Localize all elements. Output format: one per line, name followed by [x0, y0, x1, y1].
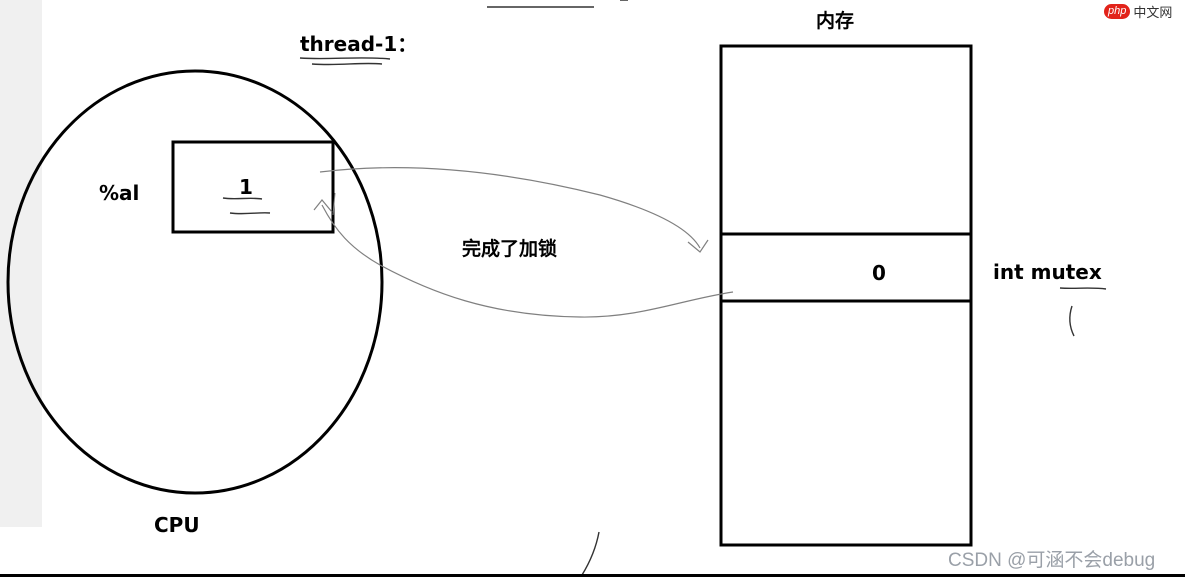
memory-cell-value: 0 [872, 261, 886, 285]
variable-scribble [1069, 305, 1075, 337]
thread-title: thread-1： [300, 32, 418, 56]
register-box [171, 140, 335, 234]
arrow-head-right [687, 239, 709, 253]
arrow-tail-stroke [332, 192, 336, 216]
top-scribble [487, 0, 628, 8]
arrow-memory-to-register [321, 204, 734, 318]
logo-badge: php [1104, 4, 1131, 19]
variable-underline [1059, 287, 1107, 290]
arrow-label: 完成了加锁 [462, 238, 558, 260]
bottom-rule [0, 574, 1185, 577]
php-cn-logo: php 中文网 [1104, 2, 1172, 21]
memory-title: 内存 [816, 10, 855, 32]
bottom-scribble [581, 531, 600, 576]
register-label: %al [99, 181, 140, 205]
cpu-ellipse [6, 69, 384, 495]
arrow-head-left [313, 199, 333, 213]
title-underline [299, 57, 391, 66]
memory-box [719, 44, 973, 547]
csdn-watermark: CSDN @可涵不会debug [948, 550, 1156, 571]
arrow-register-to-memory [319, 167, 701, 249]
left-gutter [0, 0, 42, 527]
logo-text: 中文网 [1133, 5, 1173, 20]
cpu-label: CPU [154, 513, 200, 537]
register-value: 1 [239, 175, 253, 199]
register-value-underline [222, 197, 271, 215]
variable-label: int mutex [993, 260, 1102, 284]
